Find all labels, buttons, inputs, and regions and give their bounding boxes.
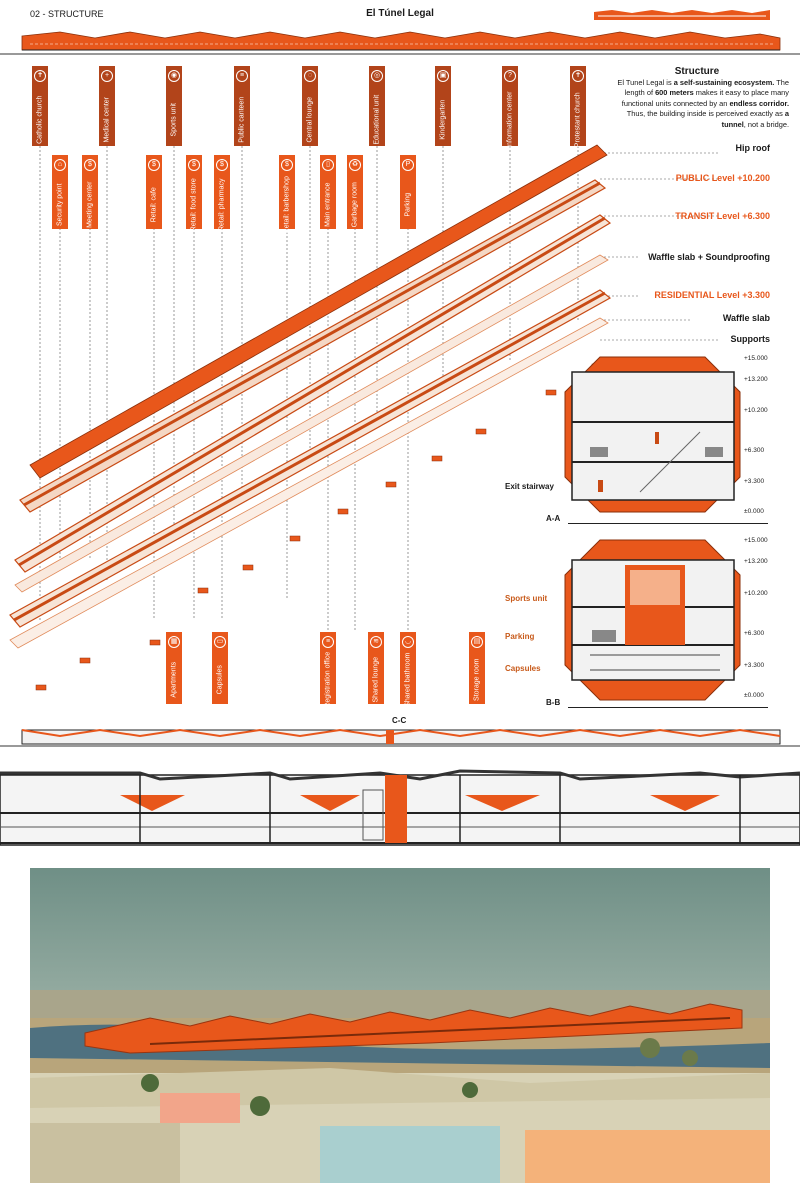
tag-sports-unit: ◉Sports unit [166,66,182,146]
storage-icon: ▤ [471,636,483,648]
tag-information-center: ?Information center [502,66,518,148]
dollar-icon: $ [188,159,200,171]
cross-icon: ✝ [34,70,46,82]
structure-heading: Structure [674,66,720,77]
waffle-slab-layer [9,317,609,649]
tag-catholic-church: ✝Catholic church [32,66,48,146]
tag-retail-barbershop: $Retail: barbershop [279,155,295,233]
waffle-soundproofing-layer [14,254,609,593]
dollar-icon: $ [84,159,96,171]
structure-description: El Tunel Legal is a self-sustaining ecos… [617,78,789,129]
bb-callout-capsules: Capsules [505,664,541,673]
tag-retail-pharmacy: $Retail: pharmacy [214,155,230,231]
section-aa-baseline [568,523,768,524]
wifi-icon: ≋ [370,636,382,648]
aa-elev-6: ±0.000 [744,508,764,515]
bb-callout-sports-unit: Sports unit [505,594,548,603]
long-section-detail [0,769,800,846]
page-title: El Túnel Legal [366,8,434,19]
cross-icon: ✝ [572,70,584,82]
bath-icon: ◡ [402,636,414,648]
registration-icon: ≡ [322,636,334,648]
aa-elev-4: +6.300 [744,447,765,454]
tag-retail-food-store: $Retail: food store [186,155,202,231]
tag-registration-office: ≡Registration office [320,632,336,708]
level-label-public: PUBLIC Level +10.200 [675,173,770,183]
kindergarten-icon: ▣ [437,70,449,82]
tag-shared-lounge: ≋Shared lounge [368,632,384,704]
dollar-icon: $ [281,159,293,171]
aa-elev-3: +10.200 [744,407,768,414]
level-label-transit: TRANSIT Level +6.300 [675,211,770,221]
tag-main-entrance: ▯Main entrance [320,155,336,229]
lounge-icon: ◌ [304,70,316,82]
tag-shared-bathroom: ◡Shared bathroom [400,632,416,707]
bb-elev-1: +15.000 [744,537,768,544]
level-label-waffle-soundproofing: Waffle slab + Soundproofing [648,252,770,262]
tag-retail-cafe: $Retail: cafe [146,155,162,229]
tag-kindergarten: ▣Kindergarten [435,66,451,146]
tag-apartments: ▦Apartments [166,632,182,704]
section-bb-baseline [568,707,768,708]
tag-garbage-room: ♻Garbage room [347,155,363,229]
section-bb-drawing [564,539,741,701]
aa-elev-5: +3.300 [744,478,765,485]
canteen-icon: ≡ [236,70,248,82]
tag-meeting-center: $Meeting center [82,155,98,229]
tag-capsules: ▭Capsules [212,632,228,704]
education-icon: ◎ [371,70,383,82]
tag-public-canteen: ≡Public canteen [234,66,250,146]
supports [35,363,603,691]
tag-protestant-church: ✝Protestant church [570,66,586,147]
bb-callout-parking: Parking [505,632,535,641]
info-icon: ? [504,70,516,82]
aa-elev-1: +15.000 [744,355,768,362]
long-section-thin [0,728,800,747]
level-label-hip-roof: Hip roof [735,143,771,153]
mid-label-row: ⌂Security point $Meeting center $Retail:… [0,155,600,235]
section-cc-title: C-C [392,716,407,725]
top-label-row: ✝Catholic church +Medical center ◉Sports… [0,66,600,156]
bb-elev-6: ±0.000 [744,692,764,699]
parking-icon: P [402,159,414,171]
home-icon: ⌂ [54,159,66,171]
capsule-icon: ▭ [214,636,226,648]
aa-elev-2: +13.200 [744,376,768,383]
section-aa-drawing [564,356,741,513]
apartment-icon: ▦ [168,636,180,648]
hip-roof-layer [29,144,608,479]
level-label-supports: Supports [730,334,771,344]
dollar-icon: $ [148,159,160,171]
bottom-label-row: ▦Apartments ▭Capsules ≡Registration offi… [0,632,600,708]
tag-educational-unit: ◎Educational unit [369,66,385,146]
medical-cross-icon: + [101,70,113,82]
tag-medical-center: +Medical center [99,66,115,146]
level-label-waffle-slab: Waffle slab [722,313,770,323]
recycle-icon: ♻ [349,159,361,171]
perspective-render [30,868,770,1183]
tag-storage-room: ▤Storage room [469,632,485,704]
tag-security-point: ⌂Security point [52,155,68,229]
thumbnail-elevation [594,10,770,20]
dollar-icon: $ [216,159,228,171]
sports-icon: ◉ [168,70,180,82]
bb-elev-2: +13.200 [744,558,768,565]
section-bb-title: B-B [546,698,561,707]
door-icon: ▯ [322,159,334,171]
exit-stairway-callout: Exit stairway [505,482,554,491]
exploded-axonometric [9,130,720,691]
long-elevation-top [0,31,800,55]
section-aa-title: A-A [546,514,561,523]
bb-elev-5: +3.300 [744,662,765,669]
level-label-residential: RESIDENTIAL Level +3.300 [654,290,770,300]
bb-elev-4: +6.300 [744,630,765,637]
bb-elev-3: +10.200 [744,590,768,597]
section-number: 02 - STRUCTURE [30,9,104,19]
tag-central-lounge: ◌Central lounge [302,66,318,146]
